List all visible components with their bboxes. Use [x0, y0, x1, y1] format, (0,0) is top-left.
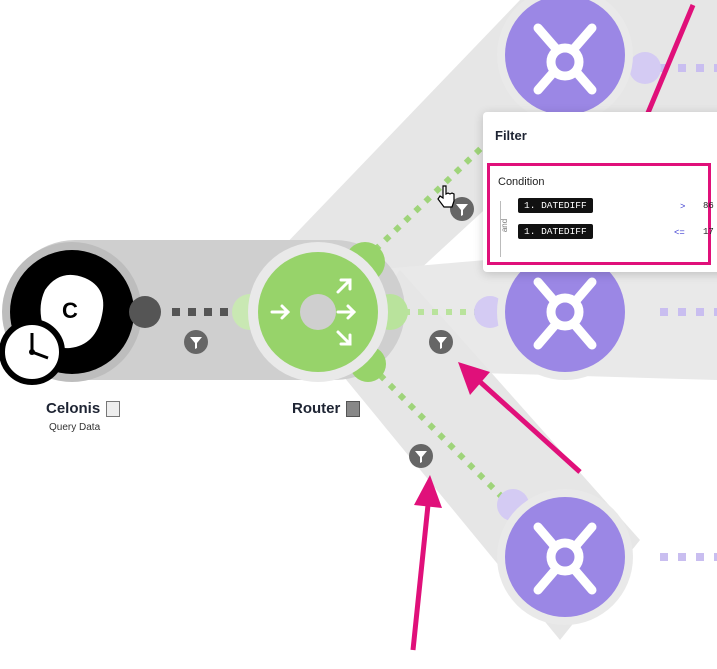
celonis-subtitle: Query Data: [49, 422, 101, 433]
condition-value-2[interactable]: 17: [703, 227, 714, 237]
celonis-title: Celonis: [46, 400, 121, 418]
celonis-output-port: [129, 296, 161, 328]
tools-module-middle[interactable]: [474, 244, 633, 380]
condition-operator-1[interactable]: >: [680, 202, 686, 212]
filter-funnel-icon[interactable]: [184, 330, 208, 354]
connector-router-top: [372, 127, 503, 253]
condition-value-1[interactable]: 86: [703, 201, 714, 211]
condition-field-1[interactable]: 1. DATEDIFF: [518, 198, 593, 213]
clock-icon: [0, 319, 65, 385]
filter-popup[interactable]: Filter Condition and 1. DATEDIFF > 86 1.…: [483, 112, 717, 272]
router-center-hole: [300, 294, 336, 330]
tools-icon: [533, 23, 597, 95]
condition-label: Condition: [498, 176, 545, 188]
condition-panel: Condition and 1. DATEDIFF > 86 1. DATEDI…: [487, 163, 714, 265]
filter-funnel-icon[interactable]: [429, 330, 453, 354]
celonis-logo-letter: C: [62, 298, 78, 323]
filter-funnel-icon[interactable]: [409, 444, 433, 468]
module-id-badge: [346, 401, 361, 418]
and-connector: [500, 201, 511, 257]
router-title: Router: [292, 400, 361, 418]
condition-operator-2[interactable]: <=: [674, 228, 685, 238]
condition-field-2[interactable]: 1. DATEDIFF: [518, 224, 593, 239]
router-arrows-icon: [270, 278, 357, 346]
filter-title: Filter: [495, 128, 527, 143]
router-module[interactable]: [232, 242, 408, 382]
module-id-badge: [106, 401, 121, 418]
tools-module-bottom[interactable]: [497, 489, 633, 625]
connector-router-bottom: [377, 372, 508, 503]
filter-funnel-icon[interactable]: [450, 197, 474, 221]
tools-icon: [533, 277, 597, 350]
and-label: and: [500, 218, 510, 233]
tools-module-top[interactable]: [497, 0, 661, 123]
tools-icon: [533, 522, 597, 595]
hand-cursor-icon: [437, 185, 455, 208]
